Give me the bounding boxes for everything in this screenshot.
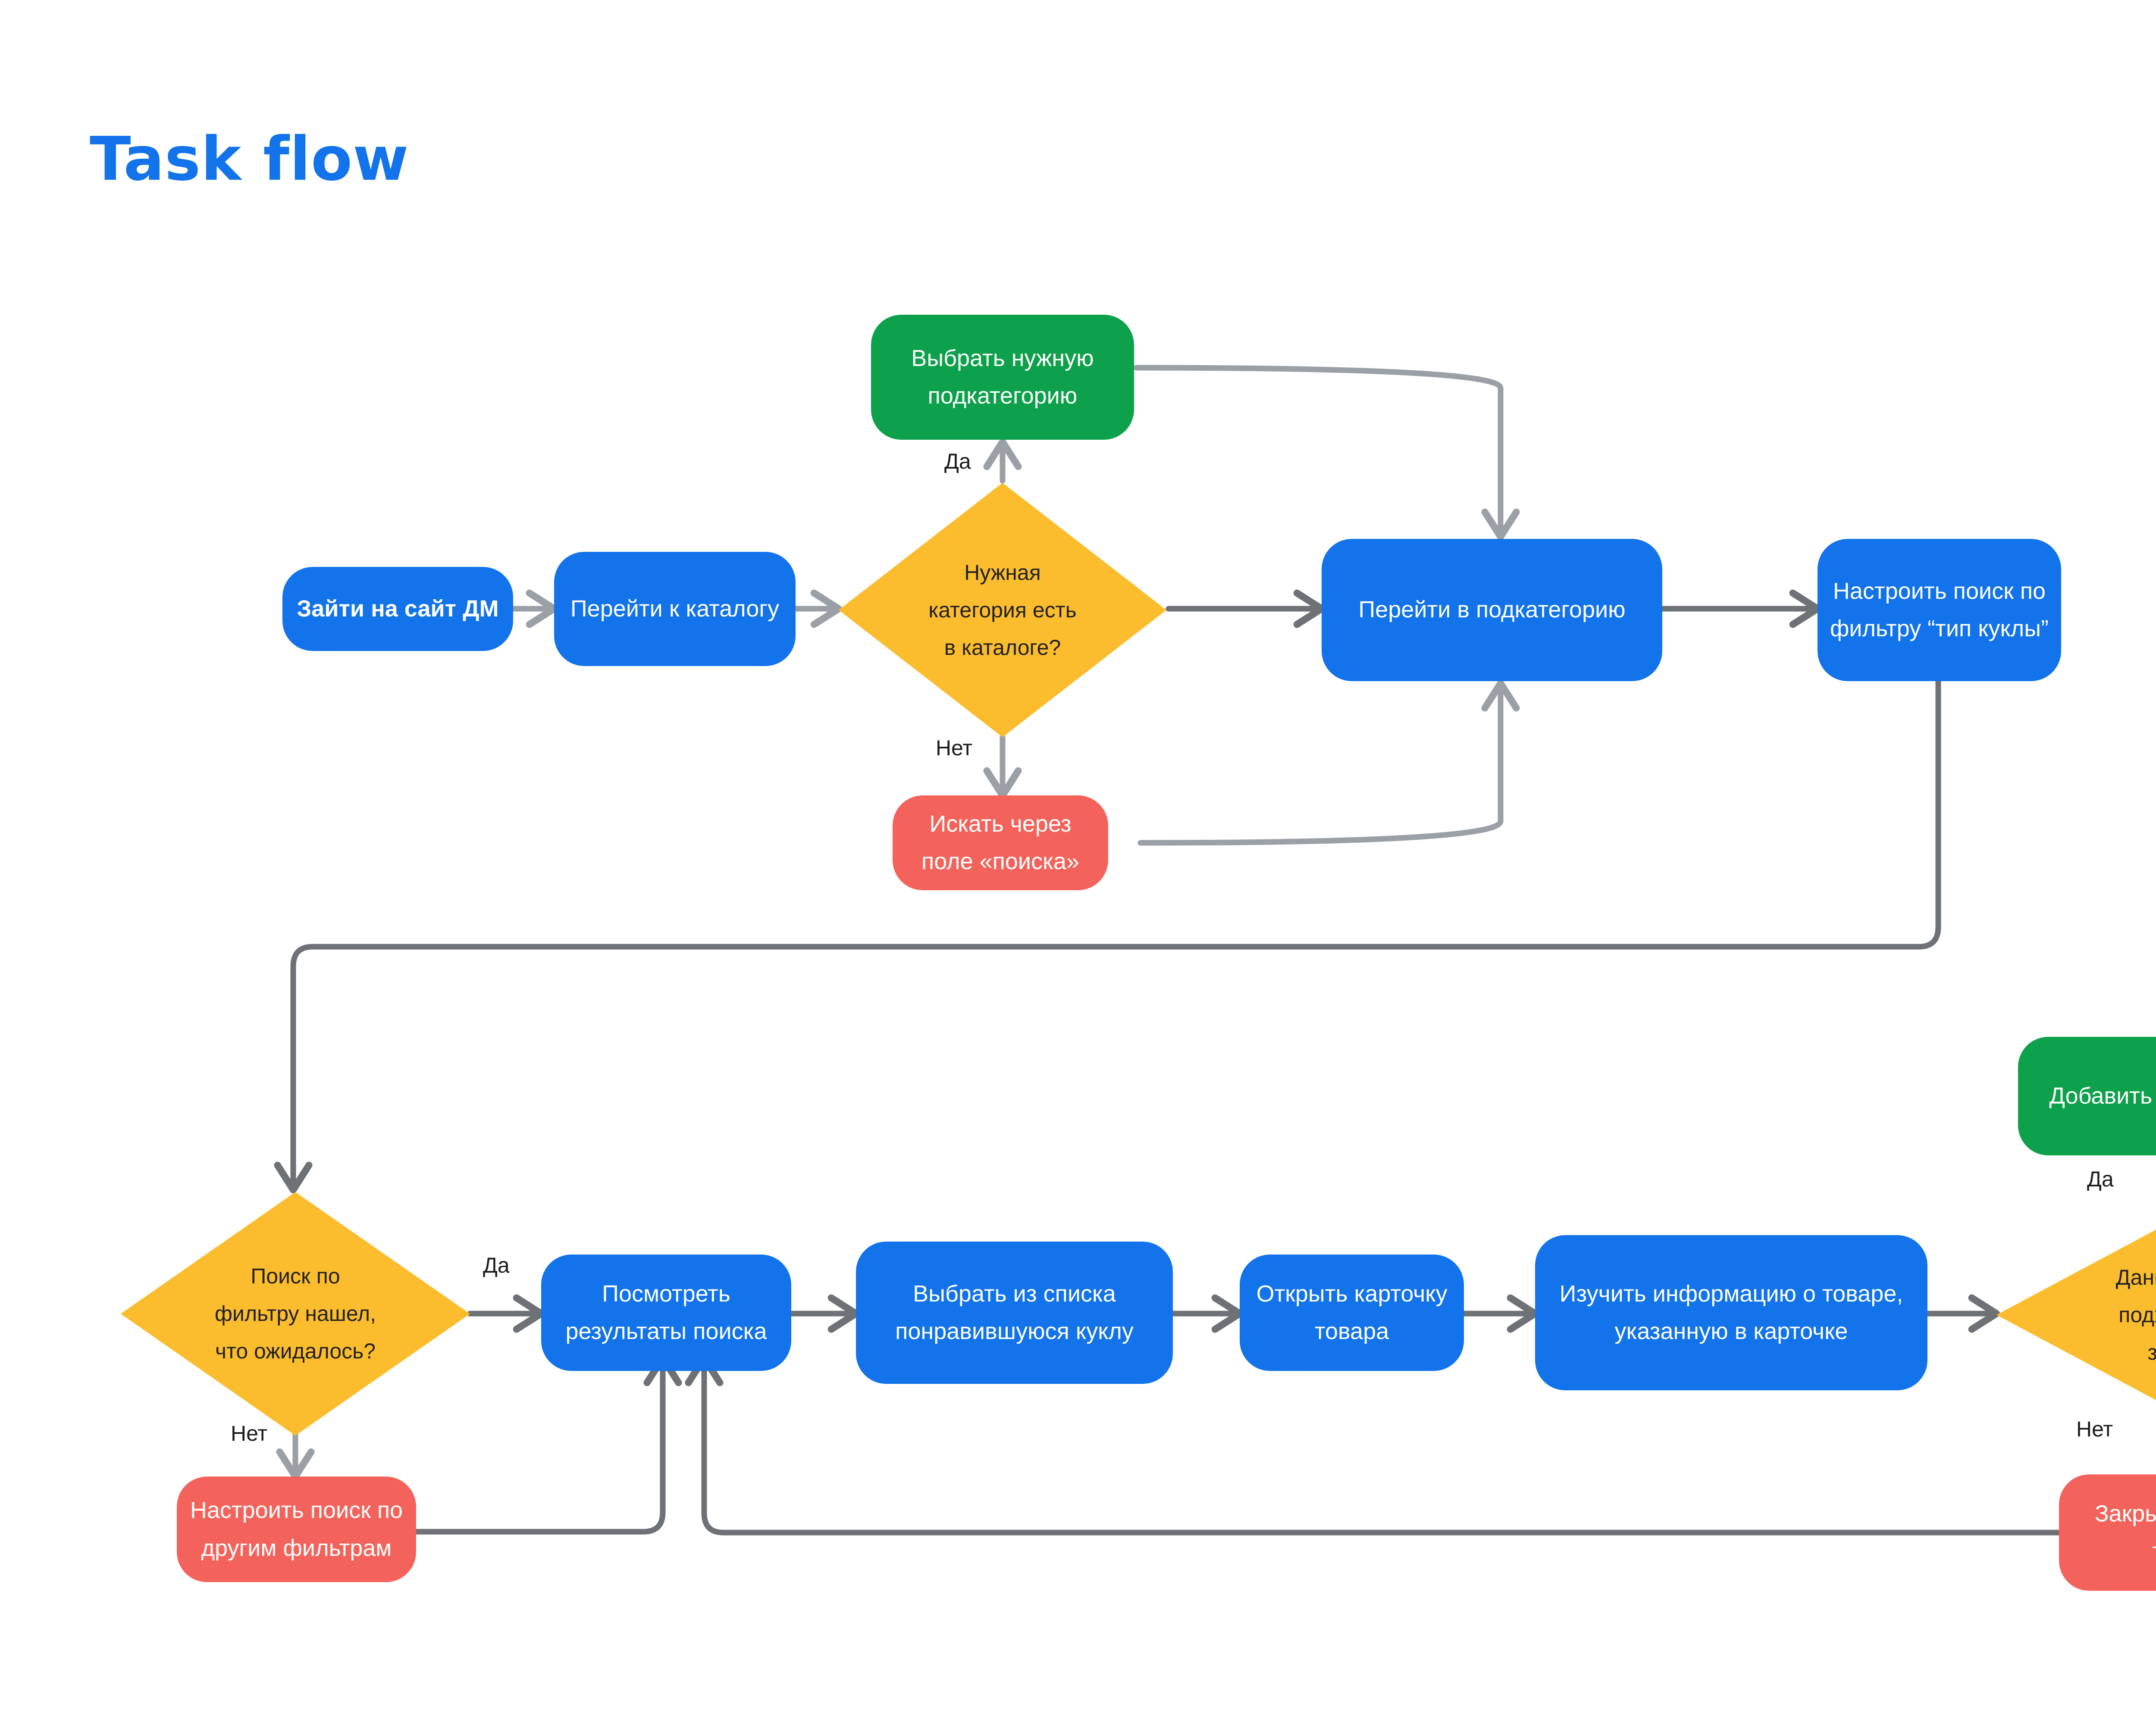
decision-search-label: Поиск по фильтру нашел, что ожидалось? [214, 1264, 376, 1363]
node-filter-doll-type[interactable]: Настроить поиск по фильтру “тип куклы” [1818, 539, 2061, 681]
edge-label-no-category: Нет [936, 736, 973, 760]
edge-label-no-search: Нет [231, 1421, 268, 1446]
node-start[interactable]: Зайти на сайт ДМ [282, 567, 513, 651]
edge-label-yes-search: Да [483, 1253, 510, 1277]
page-title: Task flow [90, 124, 409, 194]
node-pick-subcategory[interactable]: Выбрать нужную подкатегорию [871, 315, 1134, 440]
decision-category-in-catalog[interactable]: Нужная категория есть в каталоге? [839, 483, 1166, 737]
edge-label-yes-suitable: Да [2087, 1167, 2114, 1191]
edge-label-yes-category: Да [944, 449, 971, 473]
edge-otherfilters-to-results [315, 1354, 682, 1535]
node-open-card[interactable]: Открыть карточку товара [1240, 1255, 1464, 1371]
edge-filter-to-qsearch [274, 678, 1941, 1194]
node-search-field[interactable]: Искать через поле «поиска» [893, 795, 1108, 890]
node-go-catalog[interactable]: Перейти к каталогу [554, 552, 796, 666]
edge-searchfield-to-go [1138, 679, 1520, 846]
node-other-filters[interactable]: Настроить поиск по другим фильтрам [177, 1477, 416, 1582]
node-add-to-cart[interactable]: Добавить товар в корзину [2018, 1037, 2156, 1155]
node-close-card[interactable]: Закрыть карточку товара [2059, 1474, 2156, 1591]
edge-closecard-to-results [685, 1354, 2062, 1536]
decision-search-found[interactable]: Поиск по фильтру нашел, что ожидалось? [121, 1192, 470, 1436]
decision-category-label: Нужная категория есть в каталоге? [928, 560, 1077, 660]
node-view-results[interactable]: Посмотреть результаты поиска [541, 1255, 791, 1371]
decision-product-suitable[interactable]: Данный товар подходит для заказа? [1996, 1214, 2156, 1416]
edge-subcat-pick-to-go [1133, 365, 1520, 541]
node-study-info[interactable]: Изучить информацию о товаре, указанную в… [1535, 1235, 1927, 1390]
node-choose-doll[interactable]: Выбрать из списка понравившуюся куклу [856, 1242, 1173, 1384]
node-go-subcategory[interactable]: Перейти в подкатегорию [1322, 539, 1662, 681]
edge-label-no-suitable: Нет [2076, 1417, 2113, 1441]
decision-suitable-label: Данный товар подходит для заказа? [2115, 1265, 2156, 1364]
